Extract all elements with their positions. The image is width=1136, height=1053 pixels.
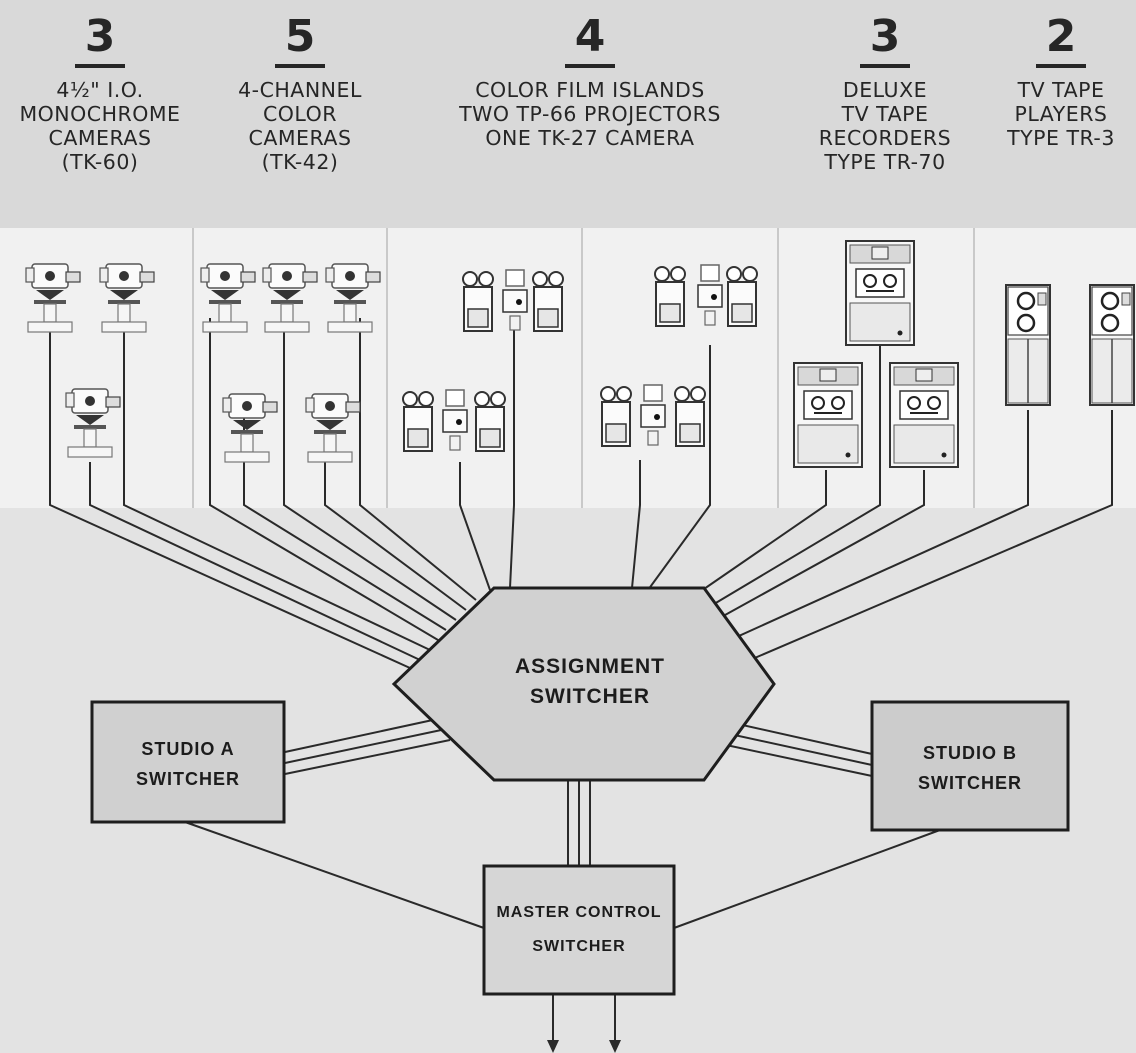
- group-description: 4½" I.O. MONOCHROME CAMERAS (TK-60): [19, 78, 181, 174]
- header-group-tape-players: 2 TV TAPE PLAYERS TYPE TR-3: [986, 14, 1136, 151]
- group-description: TV TAPE PLAYERS TYPE TR-3: [1007, 78, 1115, 150]
- group-count: 5: [274, 14, 326, 68]
- group-description: DELUXE TV TAPE RECORDERS TYPE TR-70: [818, 78, 952, 174]
- group-count: 3: [74, 14, 126, 68]
- tape-player-icons: [1004, 283, 1136, 407]
- monochrome-camera-icons: [25, 263, 155, 458]
- assignment-switcher-label: ASSIGNMENT SWITCHER: [514, 655, 665, 708]
- master-control-switcher-label: MASTER CONTROL SWITCHER: [496, 904, 662, 955]
- switcher-links: [184, 717, 941, 1045]
- group-description: 4-CHANNEL COLOR CAMERAS (TK-42): [238, 78, 362, 174]
- group-count: 4: [564, 14, 616, 68]
- group-count: 3: [859, 14, 911, 68]
- header-group-color-film-islands: 4 COLOR FILM ISLANDS TWO TP-66 PROJECTOR…: [420, 14, 760, 151]
- header-group-color-cameras: 5 4-CHANNEL COLOR CAMERAS (TK-42): [200, 14, 400, 175]
- input-cables: [49, 318, 1113, 669]
- studio-b-box: [870, 700, 1070, 832]
- color-camera-icons: [200, 263, 381, 463]
- film-island-icons: [402, 264, 758, 452]
- master-control-box: [482, 864, 676, 996]
- group-description: COLOR FILM ISLANDS TWO TP-66 PROJECTORS …: [459, 78, 721, 150]
- studio-b-switcher-label: STUDIO B SWITCHER: [918, 743, 1022, 793]
- header-band: [0, 0, 1136, 228]
- header-group-monochrome-cameras: 3 4½" I.O. MONOCHROME CAMERAS (TK-60): [0, 14, 200, 175]
- group-count: 2: [1035, 14, 1087, 68]
- equipment-panels: [192, 228, 975, 508]
- output-arrow-icons: [547, 1040, 621, 1053]
- tape-recorder-icons: [793, 240, 959, 468]
- studio-a-box: [90, 700, 286, 824]
- studio-a-switcher-label: STUDIO A SWITCHER: [136, 739, 240, 789]
- header-group-tape-recorders: 3 DELUXE TV TAPE RECORDERS TYPE TR-70: [790, 14, 980, 175]
- assignment-switcher-hexagon: [391, 586, 776, 782]
